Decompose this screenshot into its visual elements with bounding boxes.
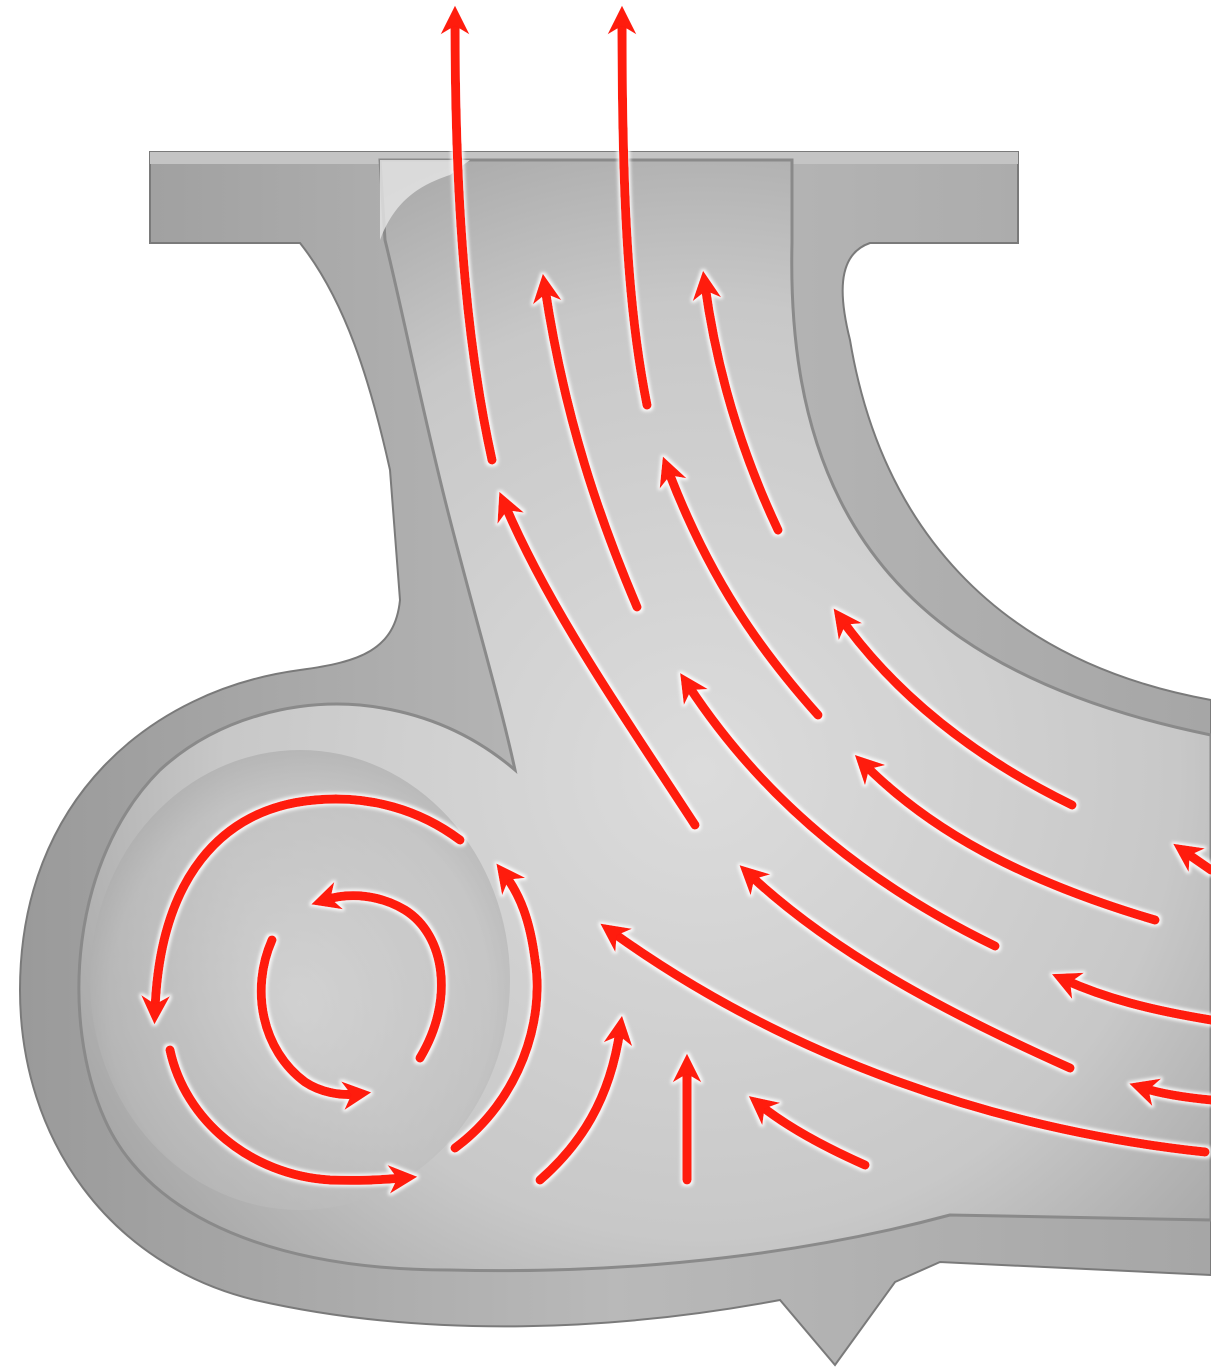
fitting-cross-section-diagram — [0, 0, 1211, 1367]
